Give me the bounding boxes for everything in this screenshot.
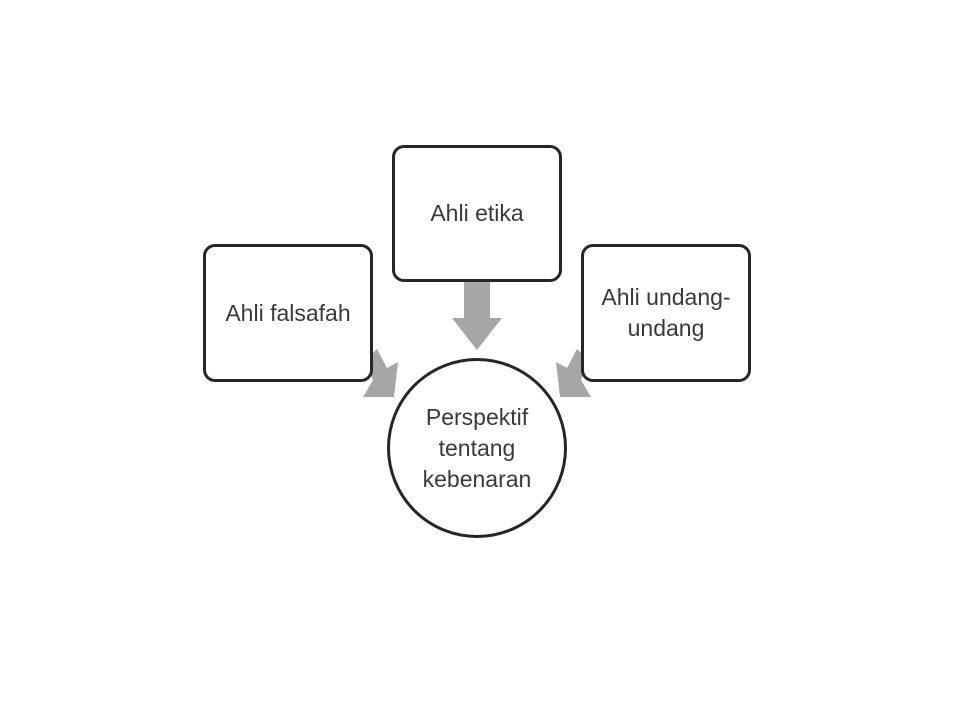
node-ahli-undang-undang: Ahli undang- undang — [581, 244, 751, 382]
node-ahli-falsafah: Ahli falsafah — [203, 244, 373, 382]
center-label: Perspektif tentang kebenaran — [422, 403, 532, 492]
node-ahli-etika: Ahli etika — [392, 145, 562, 282]
node-label: Ahli undang- undang — [601, 284, 731, 341]
arrow-top-to-center — [452, 282, 502, 350]
node-label: Ahli etika — [430, 200, 524, 226]
node-perspektif-tentang-kebenaran: Perspektif tentang kebenaran — [387, 358, 567, 538]
node-label: Ahli falsafah — [225, 299, 351, 326]
